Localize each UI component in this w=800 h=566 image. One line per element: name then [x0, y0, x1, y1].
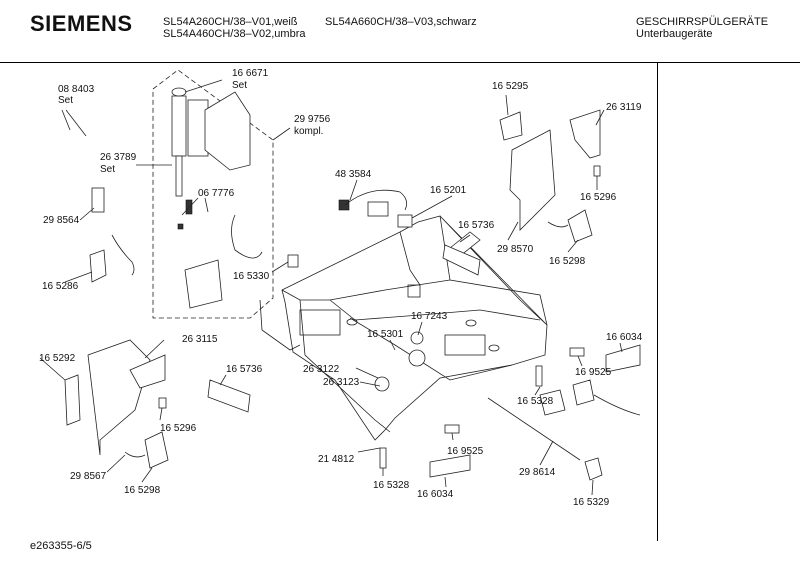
part-number-label: 29 8570 — [497, 244, 534, 255]
subcategory-title: Unterbaugeräte — [636, 28, 713, 40]
base-tub — [259, 215, 548, 441]
part-number-label: 16 5295 — [492, 81, 529, 92]
header-divider — [0, 62, 800, 63]
part-number-label: 16 9525 — [575, 367, 612, 378]
part-number-label: 16 6034 — [417, 489, 454, 500]
leader-lines — [39, 79, 623, 496]
side-divider — [657, 63, 658, 541]
part-number-label: 29 8614 — [519, 467, 556, 478]
part-graphics — [39, 69, 641, 496]
part-qualifier-label: Set — [232, 80, 247, 91]
part-number-label: 16 5298 — [124, 485, 161, 496]
part-number-label: 21 4812 — [318, 454, 355, 465]
part-number-label: 16 7243 — [411, 311, 448, 322]
part-number-label: 48 3584 — [335, 169, 372, 180]
part-number-label: 26 3123 — [323, 377, 360, 388]
small-parts — [64, 109, 641, 481]
float-assembly — [171, 87, 263, 309]
part-number-label: 16 9525 — [447, 446, 484, 457]
category-title: GESCHIRRSPÜLGERÄTE — [636, 16, 769, 28]
part-qualifier-label: kompl. — [294, 126, 323, 137]
part-number-label: 16 5736 — [458, 220, 495, 231]
part-number-label: 26 3122 — [303, 364, 340, 375]
part-number-label: 29 9756 — [294, 114, 331, 125]
part-number-label: 06 7776 — [198, 188, 235, 199]
part-number-label: 16 5292 — [39, 353, 76, 364]
part-number-label: 16 5296 — [580, 192, 617, 203]
part-number-label: 29 8567 — [70, 471, 107, 482]
part-number-label: 16 5301 — [367, 329, 404, 340]
model-variant-1: SL54A260CH/38–V01,weiß — [163, 16, 298, 28]
part-number-label: 16 5298 — [549, 256, 586, 267]
part-number-label: 26 3119 — [606, 102, 642, 113]
part-number-label: 16 5296 — [160, 423, 197, 434]
part-number-label: 16 5201 — [430, 185, 467, 196]
part-number-label: 16 6034 — [606, 332, 643, 343]
part-number-label: 16 5328 — [517, 396, 554, 407]
part-number-label: 16 6671 — [232, 68, 269, 79]
model-variant-2: SL54A460CH/38–V02,umbra — [163, 28, 306, 40]
part-number-label: 16 5329 — [573, 497, 610, 508]
part-qualifier-label: Set — [100, 164, 115, 175]
spring-part — [91, 187, 105, 213]
part-number-label: 16 5328 — [373, 480, 410, 491]
part-number-label: 26 3789 — [100, 152, 137, 163]
part-labels: 08 8403 Set 16 6671 Set 29 9756 kompl. 2… — [39, 68, 643, 508]
assembly-boundary — [152, 69, 274, 319]
part-number-label: 16 5736 — [226, 364, 263, 375]
part-number-label: 16 5286 — [42, 281, 79, 292]
drawing-id: e263355-6/5 — [30, 540, 92, 552]
model-variant-3: SL54A660CH/38–V03,schwarz — [325, 16, 477, 28]
part-number-label: 26 3115 — [182, 334, 218, 345]
part-number-label: 08 8403 — [58, 84, 95, 95]
part-number-label: 29 8564 — [43, 215, 80, 226]
part-qualifier-label: Set — [58, 95, 73, 106]
part-number-label: 16 5330 — [233, 271, 270, 282]
brand-logo: SIEMENS — [30, 11, 133, 36]
